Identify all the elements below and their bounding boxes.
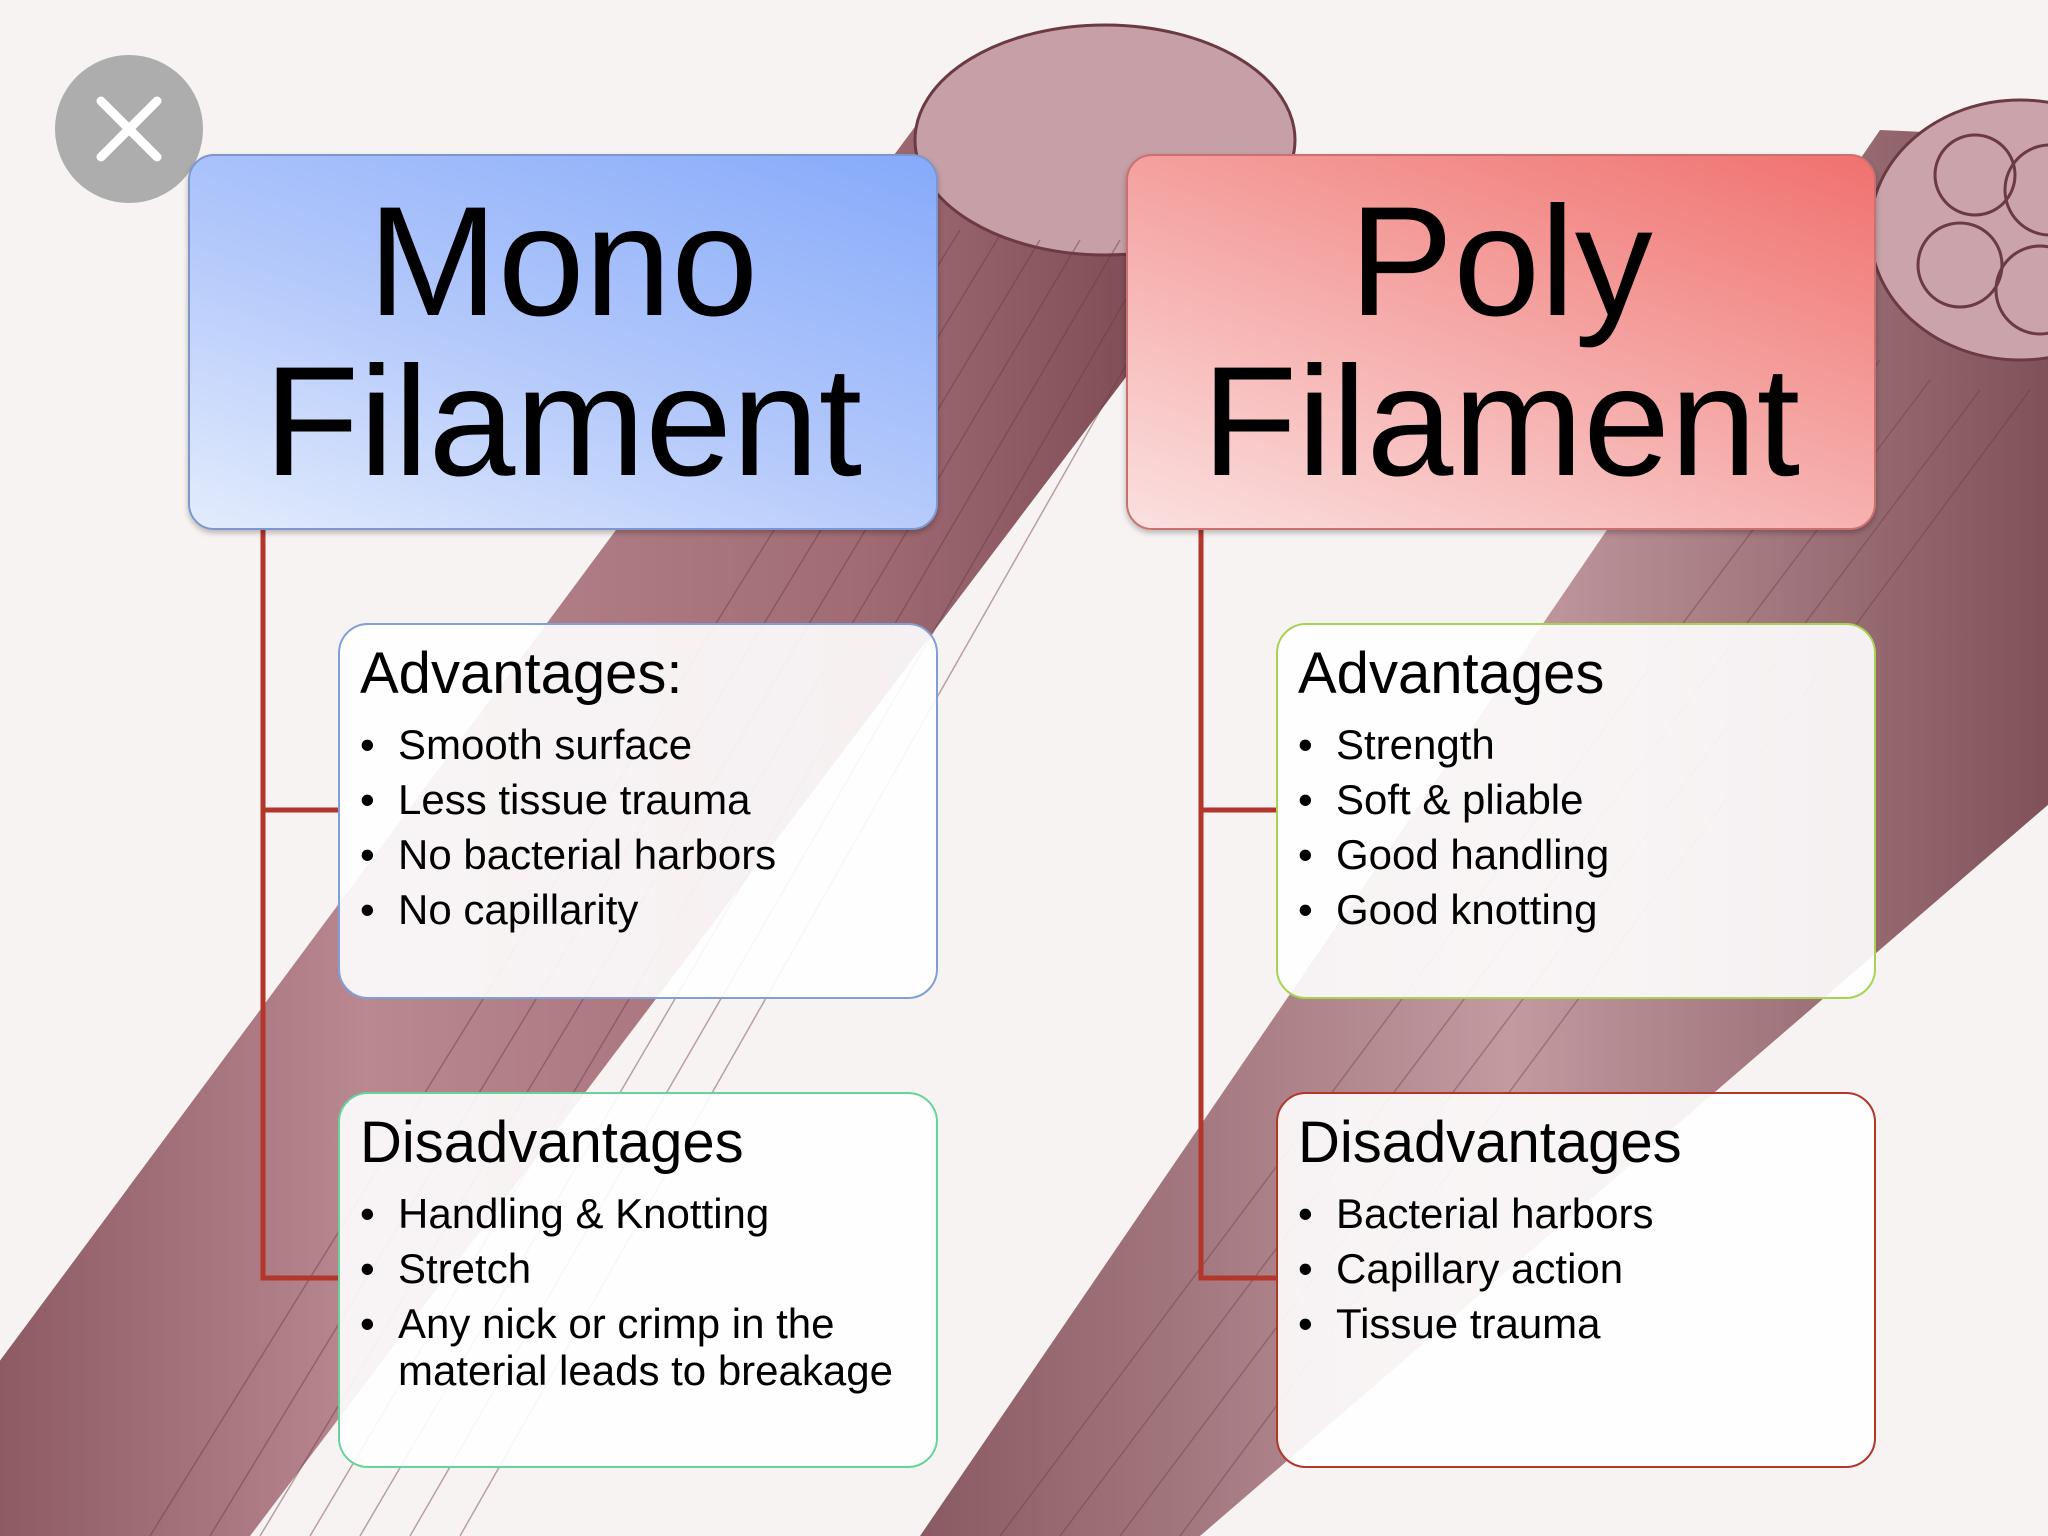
mono-advantages-heading: Advantages: (360, 641, 683, 706)
poly-disadvantages-heading: Disadvantages (1298, 1110, 1682, 1175)
list-item: No bacterial harbors (360, 831, 916, 878)
list-item: Less tissue trauma (360, 776, 916, 823)
poly-advantages-list: Strength Soft & pliable Good handling Go… (1298, 721, 1854, 933)
list-item: No capillarity (360, 886, 916, 933)
list-item: Bacterial harbors (1298, 1190, 1854, 1237)
list-item: Soft & pliable (1298, 776, 1854, 823)
mono-disadvantages-card: Disadvantages Handling & Knotting Stretc… (338, 1092, 938, 1468)
list-item: Stretch (360, 1245, 916, 1292)
close-icon (96, 96, 162, 162)
close-button[interactable] (55, 55, 203, 203)
mono-disadvantages-list: Handling & Knotting Stretch Any nick or … (360, 1190, 916, 1394)
mono-advantages-card: Advantages: Smooth surface Less tissue t… (338, 623, 938, 999)
poly-disadvantages-card: Disadvantages Bacterial harbors Capillar… (1276, 1092, 1876, 1468)
poly-advantages-heading: Advantages (1298, 641, 1605, 706)
poly-advantages-card: Advantages Strength Soft & pliable Good … (1276, 623, 1876, 999)
mono-connector (260, 530, 338, 1281)
poly-connector (1198, 530, 1276, 1281)
mono-title-line2: Filament (263, 335, 863, 509)
poly-title-line1: Poly (1349, 175, 1653, 349)
list-item: Tissue trauma (1298, 1300, 1854, 1347)
mono-disadvantages-heading: Disadvantages (360, 1110, 744, 1175)
mono-title-line1: Mono (367, 175, 759, 349)
list-item: Any nick or crimp in the material leads … (360, 1300, 916, 1394)
mono-filament-header: Mono Filament (188, 154, 938, 530)
list-item: Good knotting (1298, 886, 1854, 933)
poly-disadvantages-list: Bacterial harbors Capillary action Tissu… (1298, 1190, 1854, 1347)
list-item: Strength (1298, 721, 1854, 768)
list-item: Smooth surface (360, 721, 916, 768)
list-item: Capillary action (1298, 1245, 1854, 1292)
poly-filament-header: Poly Filament (1126, 154, 1876, 530)
list-item: Good handling (1298, 831, 1854, 878)
mono-advantages-list: Smooth surface Less tissue trauma No bac… (360, 721, 916, 933)
poly-title-line2: Filament (1201, 335, 1801, 509)
list-item: Handling & Knotting (360, 1190, 916, 1237)
